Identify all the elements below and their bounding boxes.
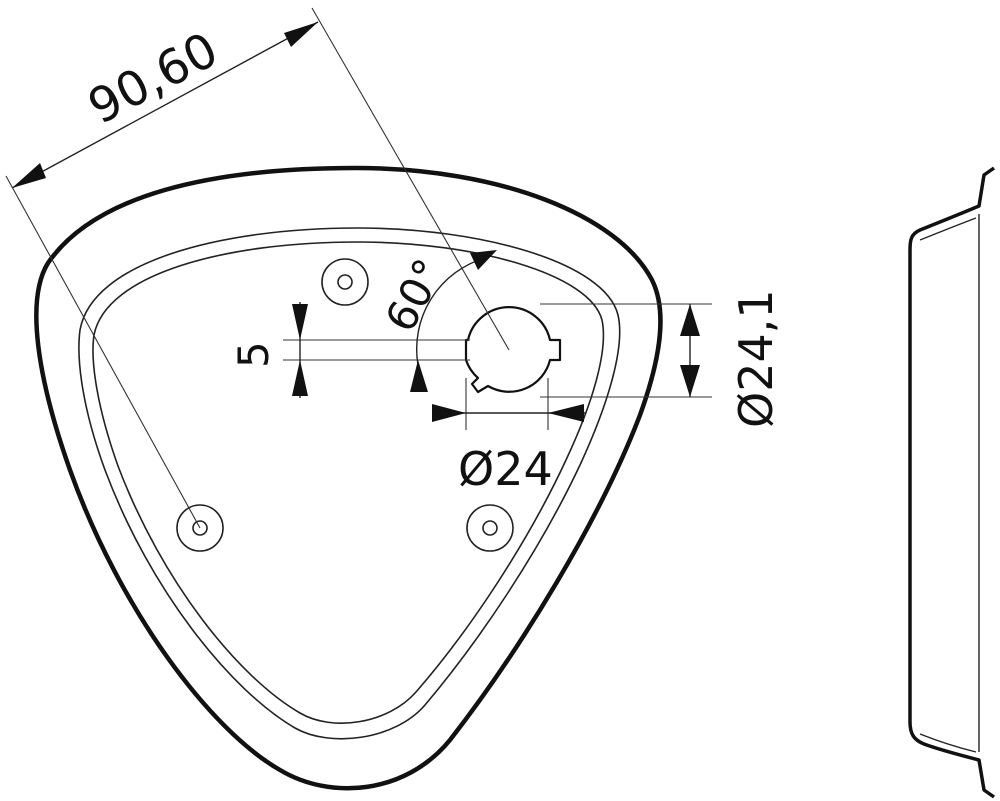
outer-diameter-label: Ø24,1 xyxy=(729,289,783,428)
inner-diameter-label: Ø24 xyxy=(458,442,553,496)
inner-diameter-arrow-left xyxy=(432,404,466,422)
inner-diameter-arrow-right xyxy=(548,404,584,422)
width-arrow-right xyxy=(284,22,318,47)
width-dimension-line xyxy=(11,21,319,189)
side-view xyxy=(908,166,996,799)
width-extension-right xyxy=(311,7,510,351)
width-extension-left xyxy=(5,175,201,529)
side-profile-lip xyxy=(919,217,977,241)
width-dimension-label: 90,60 xyxy=(79,22,227,136)
plate-inner-outline xyxy=(78,227,621,740)
mounting-hole-top xyxy=(321,258,369,306)
outer-diameter-arrow-top xyxy=(680,304,700,336)
angle-arc xyxy=(415,257,486,366)
outer-diameter-arrow-bottom xyxy=(680,365,700,397)
central-bore xyxy=(464,306,562,394)
mounting-hole-right xyxy=(466,504,514,552)
plate-outer-outline xyxy=(34,165,663,791)
side-profile-outline xyxy=(908,166,996,799)
front-view: 90,60 60° 5 Ø24,1 Ø24 xyxy=(5,7,783,791)
mounting-hole-left xyxy=(176,504,224,552)
offset-arrow-bottom xyxy=(292,360,308,396)
width-arrow-left xyxy=(12,163,46,188)
offset-dimension-label: 5 xyxy=(229,341,278,368)
angle-arrow-bottom xyxy=(410,360,428,392)
offset-arrow-top xyxy=(292,304,308,340)
side-profile-lip-bottom xyxy=(919,733,977,753)
plate-inner-outline-2 xyxy=(92,241,605,724)
angle-arrow-top xyxy=(470,250,497,270)
